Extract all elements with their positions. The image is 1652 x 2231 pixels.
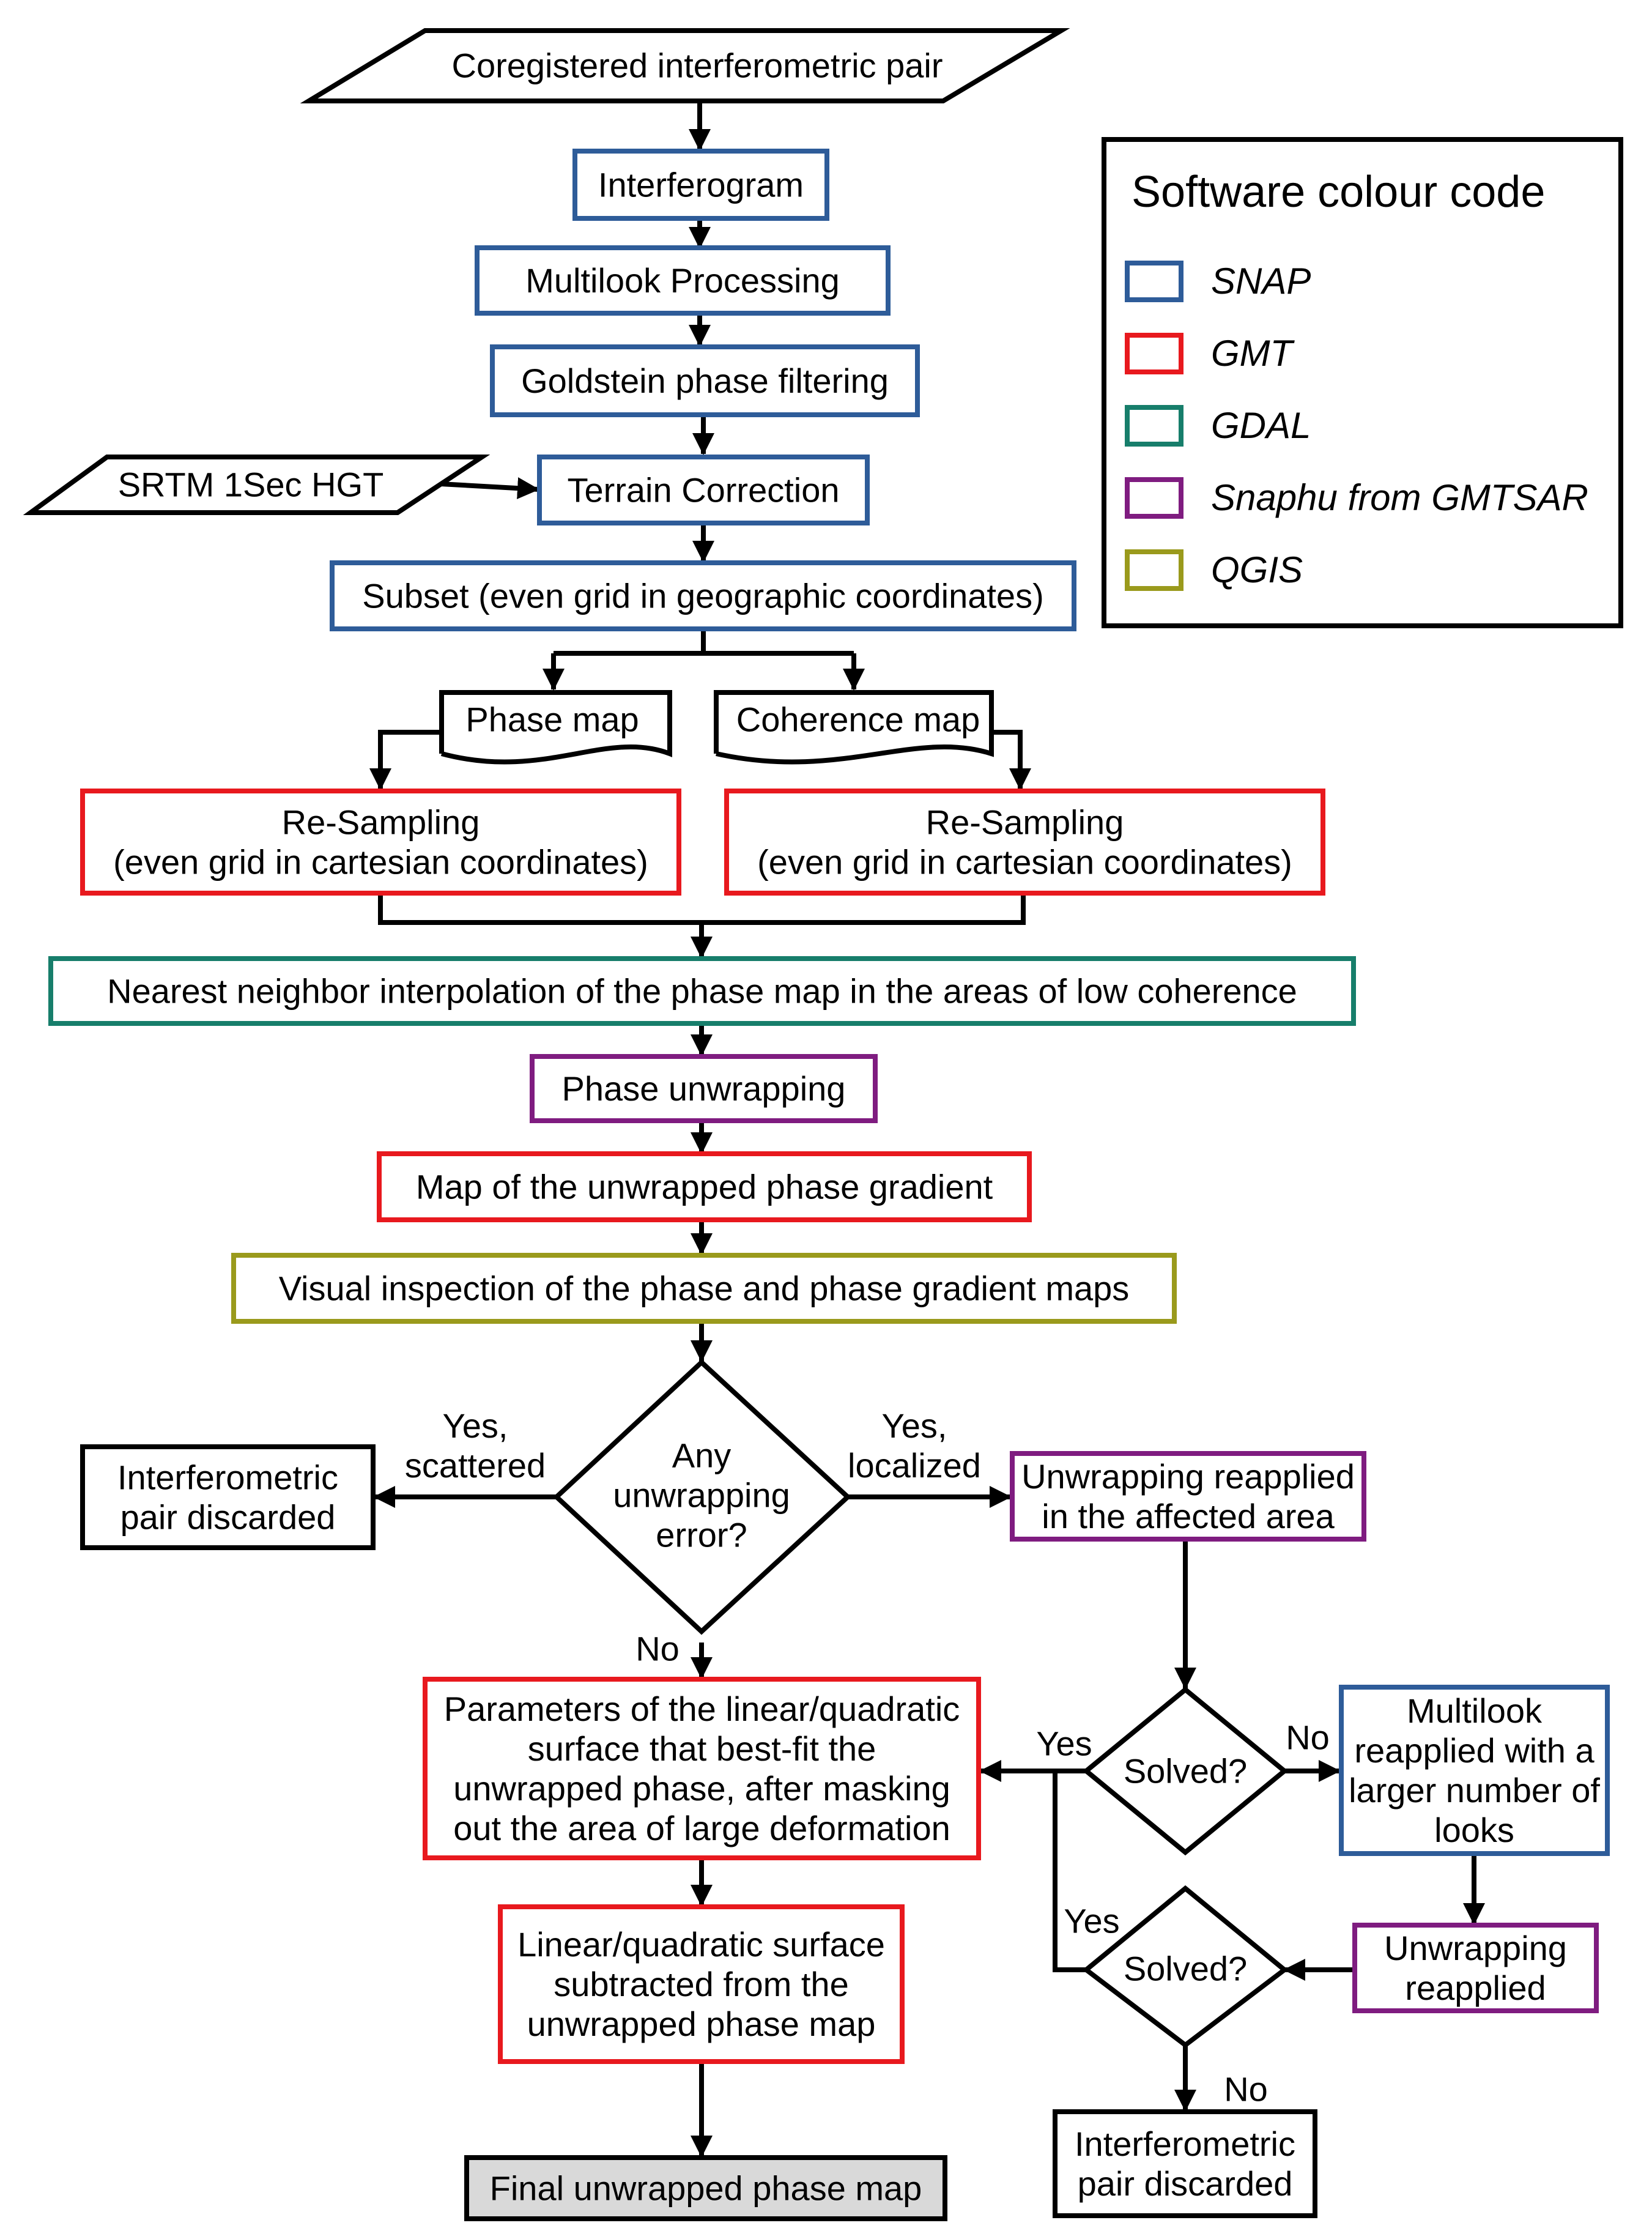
yes-solved2-label: Yes: [1064, 1902, 1119, 1940]
srtm-parallelogram-text: SRTM 1Sec HGT: [118, 466, 384, 504]
goldstein-filtering-text: Goldstein phase filtering: [521, 362, 889, 400]
unwrapping-reapplied-box: [1352, 1923, 1599, 2013]
discard-right-text-line-1: Interferometric: [1075, 2125, 1295, 2163]
phase-unwrapping-box: [530, 1054, 878, 1123]
legend-swatch-3: [1125, 405, 1183, 447]
unwrapping-error-decision: [553, 1359, 851, 1635]
yes-localized-label-line-2: localized: [848, 1446, 981, 1485]
surface-subtracted-text-line-1: Linear/quadratic surface: [517, 1925, 885, 1964]
final-unwrapped-phase-map-text: Final unwrapped phase map: [490, 2169, 922, 2208]
discard-right-text-line-2: pair discarded: [1078, 2164, 1293, 2203]
resample-left-box: [80, 789, 681, 896]
legend-swatch-5: [1125, 549, 1183, 591]
nn-interpolation-box: [48, 956, 1356, 1026]
multilook-reapplied-text-line-2: reapplied with a: [1354, 1731, 1595, 1770]
input-pair-parallelogram: [300, 28, 1070, 103]
interferogram-text: Interferogram: [598, 166, 804, 204]
multilook-processing-box: [475, 245, 891, 316]
phase-map-document: [439, 690, 672, 765]
unwrapping-reapplied-area-text-line-1: Unwrapping reapplied: [1021, 1457, 1355, 1496]
resample-left-text-line-1: Re-Sampling: [282, 803, 480, 842]
legend-label-3: GDAL: [1211, 405, 1311, 446]
unwrapping-reapplied-text-line-1: Unwrapping: [1384, 1929, 1567, 1967]
edge-coherence-map-to-resample: [991, 730, 1031, 790]
multilook-reapplied-box: [1339, 1685, 1610, 1856]
resample-right-text-line-1: Re-Sampling: [926, 803, 1124, 842]
input-pair-parallelogram-text: Coregistered interferometric pair: [452, 46, 943, 85]
legend-swatch-1: [1125, 261, 1183, 302]
solved-decision-2: [1082, 1885, 1289, 2049]
unwrapped-gradient-map-text: Map of the unwrapped phase gradient: [416, 1168, 993, 1206]
no-solved2-label: No: [1224, 2070, 1268, 2109]
multilook-processing-text: Multilook Processing: [525, 261, 840, 300]
edge-phase-map-to-resample: [369, 730, 440, 790]
legend-label-1: SNAP: [1211, 261, 1311, 302]
resample-left-text-line-2: (even grid in cartesian coordinates): [113, 843, 648, 882]
legend-swatch-4: [1125, 477, 1183, 519]
phase-map-document-text: Phase map: [465, 700, 639, 739]
multilook-reapplied-text-line-3: larger number of: [1349, 1771, 1600, 1810]
phase-unwrapping-text: Phase unwrapping: [562, 1069, 846, 1108]
terrain-correction-box: [537, 455, 870, 525]
srtm-parallelogram: [23, 455, 491, 515]
nn-interpolation-text: Nearest neighbor interpolation of the ph…: [107, 972, 1297, 1011]
yes-localized-label-line-1: Yes,: [882, 1406, 947, 1445]
visual-inspection-box: [231, 1253, 1177, 1324]
interferogram-box: [572, 149, 829, 221]
surface-parameters-text-line-3: unwrapped phase, after masking: [453, 1769, 950, 1808]
discard-left-box: [80, 1444, 376, 1550]
edge-srtm-to-terrain: [440, 477, 539, 500]
edge-resample-merge: [378, 893, 1026, 925]
goldstein-filtering-box: [490, 344, 920, 417]
legend-label-5: QGIS: [1211, 549, 1303, 590]
unwrapped-gradient-map-box: [377, 1151, 1032, 1222]
final-unwrapped-phase-map-box: [464, 2155, 947, 2221]
no-error-label: No: [635, 1630, 680, 1668]
surface-parameters-text-line-1: Parameters of the linear/quadratic: [444, 1690, 960, 1728]
unwrapping-reapplied-area-box: [1010, 1451, 1366, 1542]
discard-left-text-line-1: Interferometric: [117, 1458, 338, 1497]
yes-scattered-label-line-2: scattered: [405, 1446, 546, 1485]
legend-swatch-2: [1125, 333, 1183, 374]
discard-left-text-line-2: pair discarded: [120, 1498, 336, 1537]
unwrapping-reapplied-text-line-2: reapplied: [1405, 1969, 1546, 2007]
resample-right-text-line-2: (even grid in cartesian coordinates): [757, 843, 1292, 882]
yes-solved1-label: Yes: [1036, 1724, 1092, 1763]
solved-decision-1: [1082, 1686, 1289, 1856]
surface-subtracted-box: [498, 1904, 905, 2064]
surface-subtracted-text-line-2: subtracted from the: [554, 1965, 848, 2003]
legend-box: [1102, 137, 1623, 628]
solved-decision-2-text: Solved?: [1124, 1950, 1247, 1988]
multilook-reapplied-text-line-1: Multilook: [1407, 1691, 1543, 1730]
no-solved1-label: No: [1286, 1718, 1330, 1757]
resample-right-box: [724, 789, 1325, 896]
surface-parameters-text-line-2: surface that best-fit the: [528, 1729, 876, 1768]
coherence-map-document: [714, 690, 994, 765]
discard-right-box: [1053, 2109, 1317, 2218]
unwrapping-error-decision-text-line-2: unwrapping: [613, 1476, 790, 1515]
surface-parameters-text-line-4: out the area of large deformation: [453, 1809, 950, 1847]
unwrapping-error-decision-text-line-3: error?: [656, 1516, 747, 1554]
terrain-correction-text: Terrain Correction: [567, 471, 839, 510]
solved-decision-1-text: Solved?: [1124, 1752, 1247, 1791]
surface-parameters-box: [423, 1677, 981, 1860]
legend-label-4: Snaphu from GMTSAR: [1211, 477, 1588, 518]
visual-inspection-text: Visual inspection of the phase and phase…: [279, 1269, 1130, 1308]
multilook-reapplied-text-line-4: looks: [1434, 1811, 1514, 1849]
yes-scattered-label-line-1: Yes,: [443, 1406, 508, 1445]
unwrapping-error-decision-text-line-1: Any: [672, 1436, 732, 1475]
subset-text: Subset (even grid in geographic coordina…: [362, 577, 1043, 615]
legend-title: Software colour code: [1132, 168, 1545, 217]
coherence-map-document-text: Coherence map: [736, 700, 980, 739]
subset-box: [330, 560, 1076, 631]
legend-label-2: GMT: [1211, 333, 1295, 374]
unwrapping-reapplied-area-text-line-2: in the affected area: [1042, 1497, 1335, 1535]
surface-subtracted-text-line-3: unwrapped phase map: [527, 2005, 876, 2043]
edge-solved2-yes-loop: [1053, 1771, 1086, 1972]
